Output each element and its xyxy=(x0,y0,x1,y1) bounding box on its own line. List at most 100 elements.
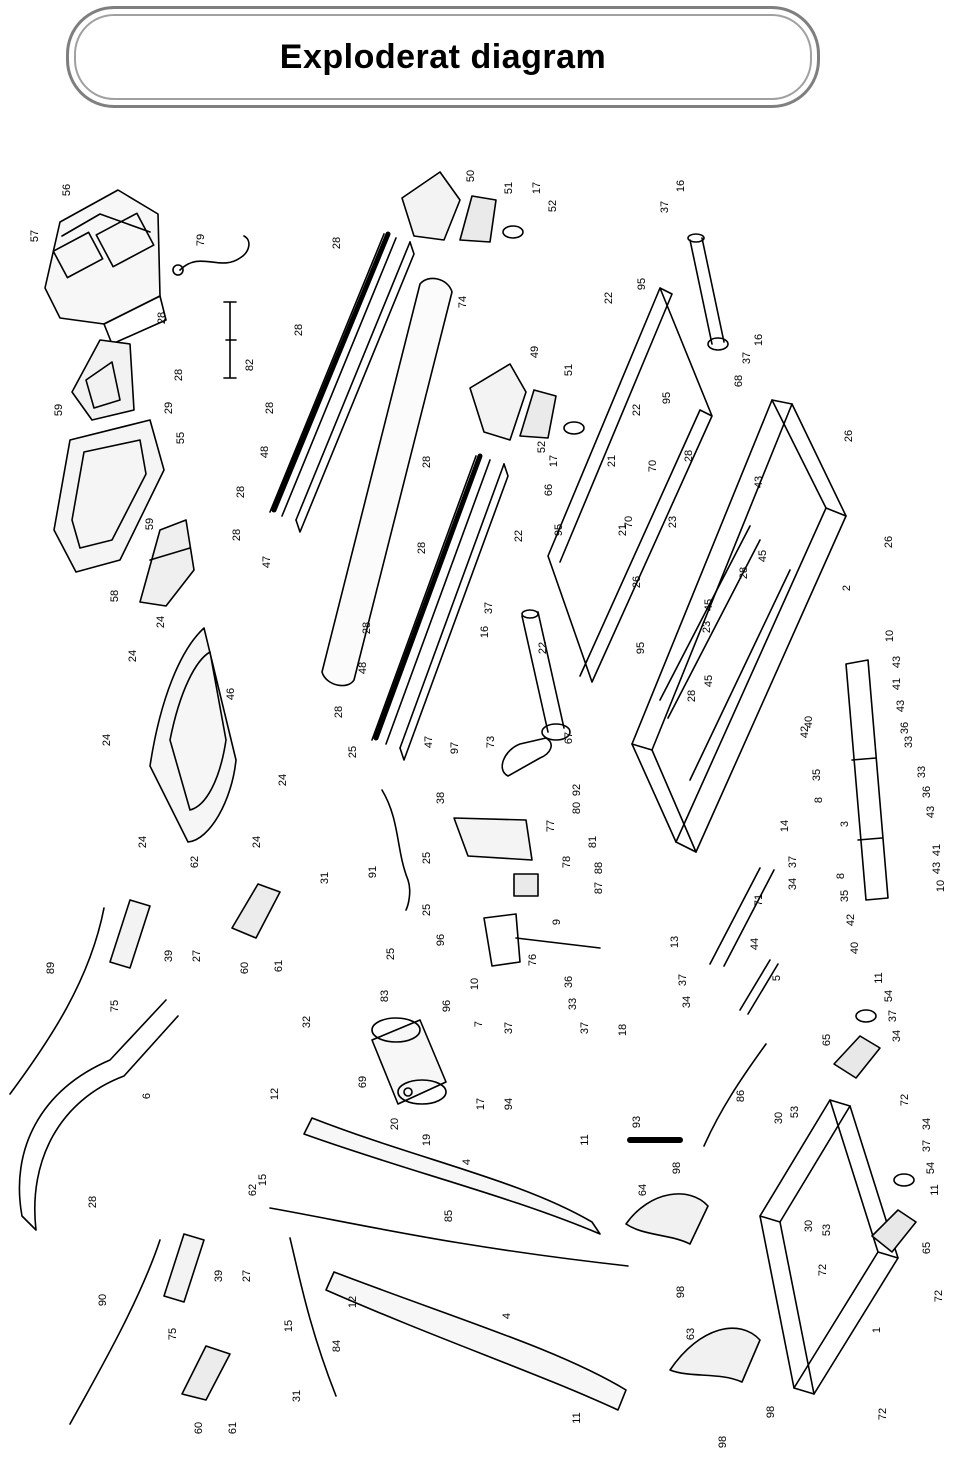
part-number-label: 74 xyxy=(457,296,469,308)
wire-86 xyxy=(703,1043,767,1147)
part-number-label: 1 xyxy=(871,1327,883,1333)
part-number-label: 70 xyxy=(623,516,635,528)
part-number-label: 25 xyxy=(421,852,433,864)
gas-spring-71 xyxy=(709,867,775,967)
part-number-label: 42 xyxy=(799,726,811,738)
part-number-label: 28 xyxy=(331,237,343,249)
part-number-label: 28 xyxy=(264,402,276,414)
part-number-label: 75 xyxy=(167,1328,179,1340)
part-number-label: 31 xyxy=(319,872,331,884)
part-number-label: 22 xyxy=(603,292,615,304)
part-number-label: 19 xyxy=(421,1134,433,1146)
part-number-label: 34 xyxy=(921,1118,933,1130)
part-number-label: 42 xyxy=(845,914,857,926)
part-number-label: 31 xyxy=(291,1390,303,1402)
part-number-label: 54 xyxy=(925,1162,937,1174)
part-number-label: 48 xyxy=(357,662,369,674)
part-number-label: 38 xyxy=(435,792,447,804)
part-number-label: 43 xyxy=(925,806,937,818)
part-number-label: 16 xyxy=(479,626,491,638)
part-number-label: 30 xyxy=(773,1112,785,1124)
part-number-label: 97 xyxy=(449,742,461,754)
part-number-label: 84 xyxy=(331,1340,343,1352)
handrail-6 xyxy=(18,999,179,1231)
part-number-label: 86 xyxy=(735,1090,747,1102)
rod-82 xyxy=(223,301,237,379)
part-number-label: 15 xyxy=(257,1174,269,1186)
page-title: Exploderat diagram xyxy=(279,37,607,76)
part-number-label: 77 xyxy=(545,820,557,832)
part-number-label: 4 xyxy=(461,1159,473,1165)
part-number-label: 24 xyxy=(101,734,113,746)
part-number-label: 16 xyxy=(753,334,765,346)
part-number-label: 40 xyxy=(849,942,861,954)
cover-64 xyxy=(625,1193,709,1245)
part-number-label: 45 xyxy=(757,550,769,562)
upright-4b xyxy=(325,1271,627,1411)
part-number-label: 36 xyxy=(921,786,933,798)
part-number-label: 34 xyxy=(787,878,799,890)
part-number-label: 23 xyxy=(667,516,679,528)
part-number-label: 18 xyxy=(617,1024,629,1036)
part-number-label: 10 xyxy=(469,978,481,990)
part-number-label: 4 xyxy=(501,1313,513,1319)
wire-91 xyxy=(381,789,411,911)
deck-74 xyxy=(321,277,453,687)
part-number-label: 24 xyxy=(251,836,263,848)
part-number-label: 33 xyxy=(567,998,579,1010)
rear-roller-68 xyxy=(689,237,725,345)
part-number-label: 89 xyxy=(45,962,57,974)
safety-key-clip xyxy=(172,264,184,276)
part-number-label: 80 xyxy=(571,802,583,814)
part-number-label: 50 xyxy=(465,170,477,182)
part-number-label: 76 xyxy=(527,954,539,966)
part-number-label: 88 xyxy=(593,862,605,874)
motor-cover-49 xyxy=(469,363,527,441)
part-number-label: 39 xyxy=(163,950,175,962)
part-number-label: 28 xyxy=(686,690,698,702)
part-number-label: 57 xyxy=(29,230,41,242)
part-number-label: 66 xyxy=(543,484,555,496)
part-number-label: 28 xyxy=(156,312,168,324)
end-cap-51a xyxy=(459,195,497,243)
part-number-label: 92 xyxy=(571,784,583,796)
grip-60a xyxy=(231,883,281,939)
part-number-label: 28 xyxy=(235,486,247,498)
part-number-label: 17 xyxy=(548,455,560,467)
part-number-label: 35 xyxy=(811,769,823,781)
part-number-label: 26 xyxy=(631,576,643,588)
upright-4a xyxy=(303,1117,601,1235)
part-number-label: 98 xyxy=(671,1162,683,1174)
part-number-label: 33 xyxy=(916,766,928,778)
part-number-label: 53 xyxy=(821,1224,833,1236)
base-frame-2 xyxy=(631,399,847,853)
part-number-label: 13 xyxy=(669,936,681,948)
part-number-label: 37 xyxy=(921,1140,933,1152)
part-number-label: 70 xyxy=(647,460,659,472)
part-number-label: 62 xyxy=(189,856,201,868)
part-number-label: 46 xyxy=(225,688,237,700)
part-number-label: 8 xyxy=(813,797,825,803)
part-number-label: 62 xyxy=(247,1184,259,1196)
part-number-label: 39 xyxy=(213,1270,225,1282)
part-number-label: 82 xyxy=(244,359,256,371)
part-number-label: 81 xyxy=(587,836,599,848)
part-number-label: 63 xyxy=(685,1328,697,1340)
side-rail-upper xyxy=(269,231,415,533)
part-number-label: 45 xyxy=(703,599,715,611)
part-number-label: 68 xyxy=(733,375,745,387)
part-number-label: 15 xyxy=(283,1320,295,1332)
part-number-label: 98 xyxy=(675,1286,687,1298)
bracket-58 xyxy=(139,519,195,607)
part-number-label: 33 xyxy=(903,736,915,748)
part-number-label: 20 xyxy=(389,1118,401,1130)
part-number-label: 93 xyxy=(631,1116,643,1128)
part-number-label: 87 xyxy=(593,882,605,894)
part-number-label: 72 xyxy=(817,1264,829,1276)
part-number-label: 37 xyxy=(887,1010,899,1022)
motor-bracket-77 xyxy=(453,817,533,861)
part-number-label: 28 xyxy=(421,456,433,468)
part-number-label: 28 xyxy=(333,706,345,718)
part-number-label: 96 xyxy=(441,1000,453,1012)
